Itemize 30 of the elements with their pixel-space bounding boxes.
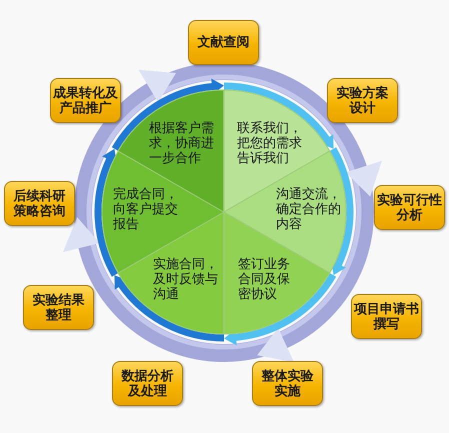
service-label: 实验可行性分析 bbox=[376, 192, 443, 222]
service-label: 文献查阅 bbox=[198, 35, 250, 50]
service-box bbox=[50, 78, 121, 123]
step-text: 沟通交流，确定合作的内容 bbox=[276, 187, 342, 232]
service-box bbox=[4, 181, 75, 226]
service-label: 项目申请书撰写 bbox=[353, 302, 420, 332]
step-text: 根据客户需求，协商进一步合作 bbox=[148, 121, 215, 166]
service-box bbox=[374, 185, 445, 230]
service-label: 成果转化及产品推广 bbox=[52, 86, 119, 116]
cycle-arrow bbox=[224, 82, 334, 148]
service-box bbox=[188, 20, 259, 65]
step-text: 联系我们，把您的需求告诉我们 bbox=[237, 121, 303, 166]
service-label: 实验方案设计 bbox=[336, 86, 390, 116]
cycle-arrow bbox=[94, 148, 118, 277]
cycle-arrow bbox=[224, 273, 336, 346]
service-label: 数据分析及处理 bbox=[120, 368, 174, 398]
service-label: 整体实验实施 bbox=[260, 368, 314, 398]
cycle-arrow bbox=[112, 78, 224, 151]
service-label: 实验结果整理 bbox=[32, 292, 86, 322]
service-box bbox=[351, 294, 422, 339]
cycle-arrow bbox=[330, 147, 354, 276]
service-box bbox=[252, 361, 323, 406]
service-label: 后续科研策略咨询 bbox=[12, 188, 66, 218]
step-text: 签订业务合同及保密协议 bbox=[238, 257, 291, 302]
step-text: 实施合同，及时反馈与沟通 bbox=[152, 257, 219, 302]
service-box bbox=[327, 78, 398, 123]
service-box bbox=[23, 285, 94, 330]
service-box bbox=[112, 361, 183, 406]
step-text: 完成合同，向客户提交报告 bbox=[113, 187, 179, 232]
cycle-arrow bbox=[114, 276, 224, 342]
